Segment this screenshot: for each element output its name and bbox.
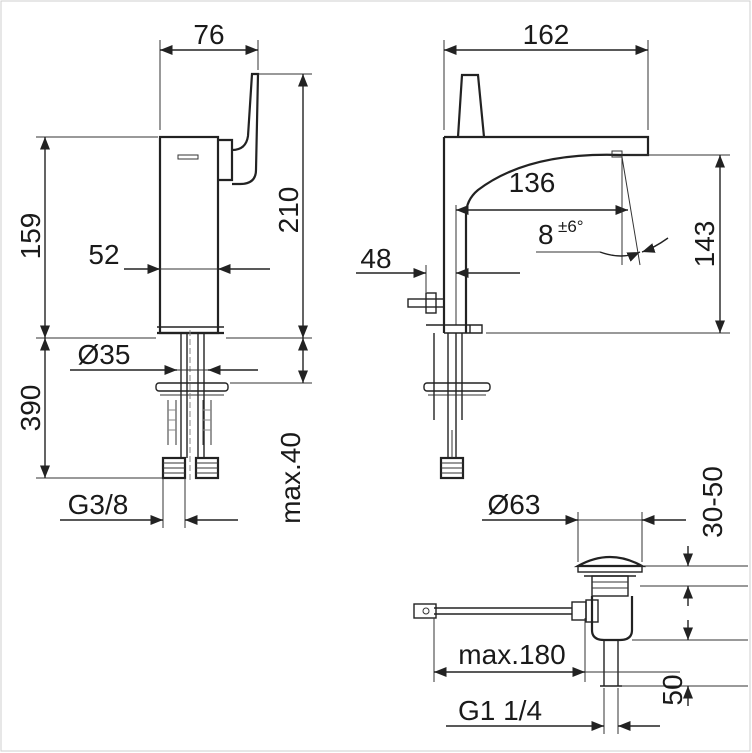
dim-length-total: 162 — [523, 19, 570, 50]
dim-max-thickness: max.40 — [275, 432, 306, 524]
dim-width-top: 76 — [193, 19, 224, 50]
drain-view: Ø63 30-50 max.180 50 G1 1/4 — [413, 466, 748, 734]
dim-total-height: 210 — [273, 187, 304, 234]
mounting-plate — [155, 382, 229, 392]
lever-base — [218, 138, 234, 182]
drain-body — [590, 596, 634, 642]
dim-plug-diameter: Ø63 — [488, 489, 541, 520]
dim-angle-tolerance: ±6° — [558, 217, 584, 236]
faucet-body — [158, 135, 220, 335]
drain-rod-clip — [413, 603, 437, 619]
drain-plug — [573, 556, 647, 568]
dim-hose-length: 390 — [15, 385, 46, 432]
dim-plug-travel: 30-50 — [697, 466, 728, 538]
dim-drain-height: 50 — [657, 674, 688, 705]
side-view: 162 136 143 8 ±6° 48 — [356, 19, 730, 480]
dim-angle: 8 — [538, 219, 554, 250]
dim-rod-length: max.180 — [458, 639, 565, 670]
dim-thread-g38: G3/8 — [68, 489, 129, 520]
side-lever — [456, 73, 486, 138]
dim-drain-thread: G1 1/4 — [458, 695, 542, 726]
lever-handle — [231, 72, 260, 186]
dim-pop-up-offset: 48 — [360, 243, 391, 274]
dim-hole-diameter: Ø35 — [78, 339, 131, 370]
dim-spout-height: 143 — [689, 221, 720, 268]
dim-body-height: 159 — [15, 213, 46, 260]
dim-spout-reach: 136 — [509, 167, 556, 198]
dim-body-width: 52 — [88, 239, 119, 270]
front-view: 76 159 210 52 Ø35 390 G3/8 max — [15, 19, 312, 528]
